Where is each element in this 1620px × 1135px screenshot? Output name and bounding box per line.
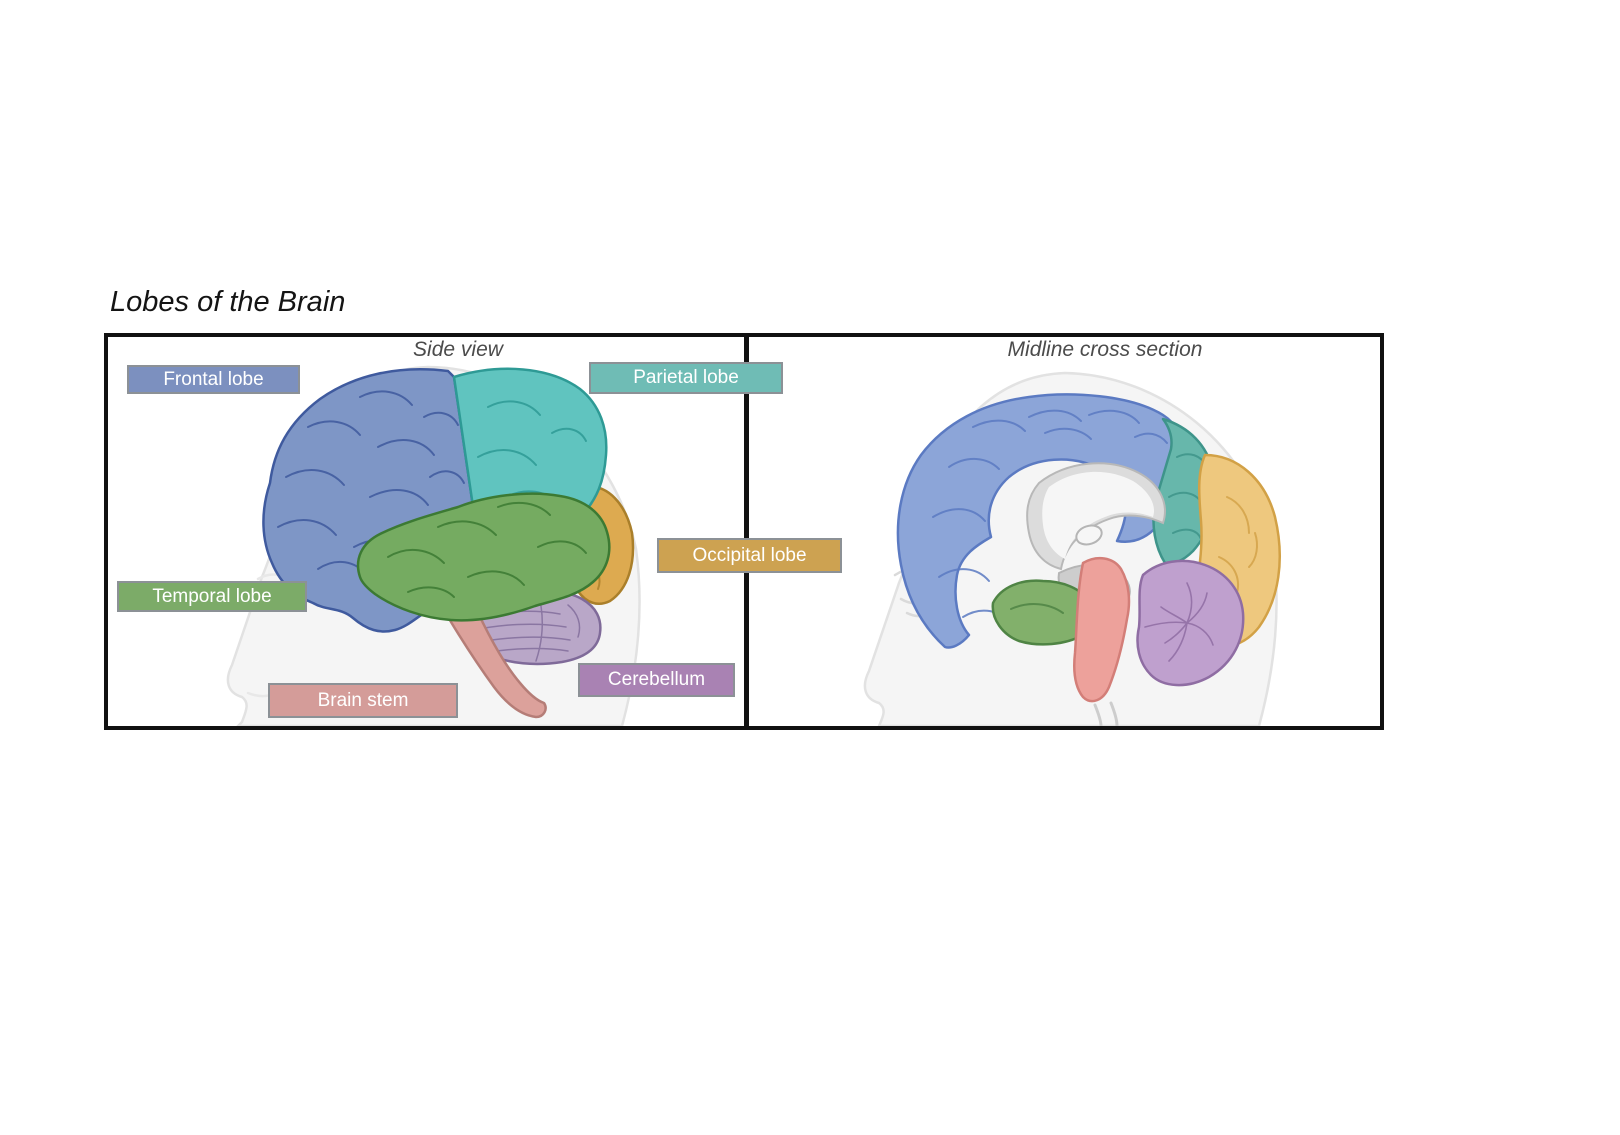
midline-spinal-cord-lines [1093,701,1119,726]
figure-title: Lobes of the Brain [110,286,346,318]
label-cerebellum: Cerebellum [578,663,735,697]
label-brain-stem: Brain stem [268,683,458,718]
midline-caption: Midline cross section [1007,338,1203,361]
midline-illustration [863,371,1281,726]
panel-divider [744,337,749,726]
midline-brain-stem-region [1073,556,1131,703]
side-temporal-gyri [387,501,587,598]
midline-callosum-inner-band [1042,471,1155,559]
label-cerebellum-text: Cerebellum [607,669,706,690]
side-view-illustration [226,365,641,726]
label-occipital-lobe-text: Occipital lobe [692,544,807,566]
midline-temporal-gyri [1010,603,1064,614]
midline-frontal-gyri [932,409,1168,622]
midline-occipital-gyri [1218,496,1258,594]
midline-cerebellum-arbor-vitae [1144,582,1214,662]
midline-ventricle-opening [1075,524,1103,546]
label-occipital-lobe: Occipital lobe [657,538,842,573]
label-brain-stem-text: Brain stem [317,689,409,711]
side-view-caption: Side view [413,338,503,361]
label-temporal-lobe-text: Temporal lobe [152,585,272,607]
label-frontal-lobe-text: Frontal lobe [163,368,264,390]
label-parietal-lobe: Parietal lobe [589,362,783,394]
figure-panel [104,333,1384,730]
label-frontal-lobe: Frontal lobe [127,365,300,394]
label-temporal-lobe: Temporal lobe [117,581,307,612]
label-parietal-lobe-text: Parietal lobe [633,367,739,388]
midline-frontal-lobe-region [896,393,1181,649]
